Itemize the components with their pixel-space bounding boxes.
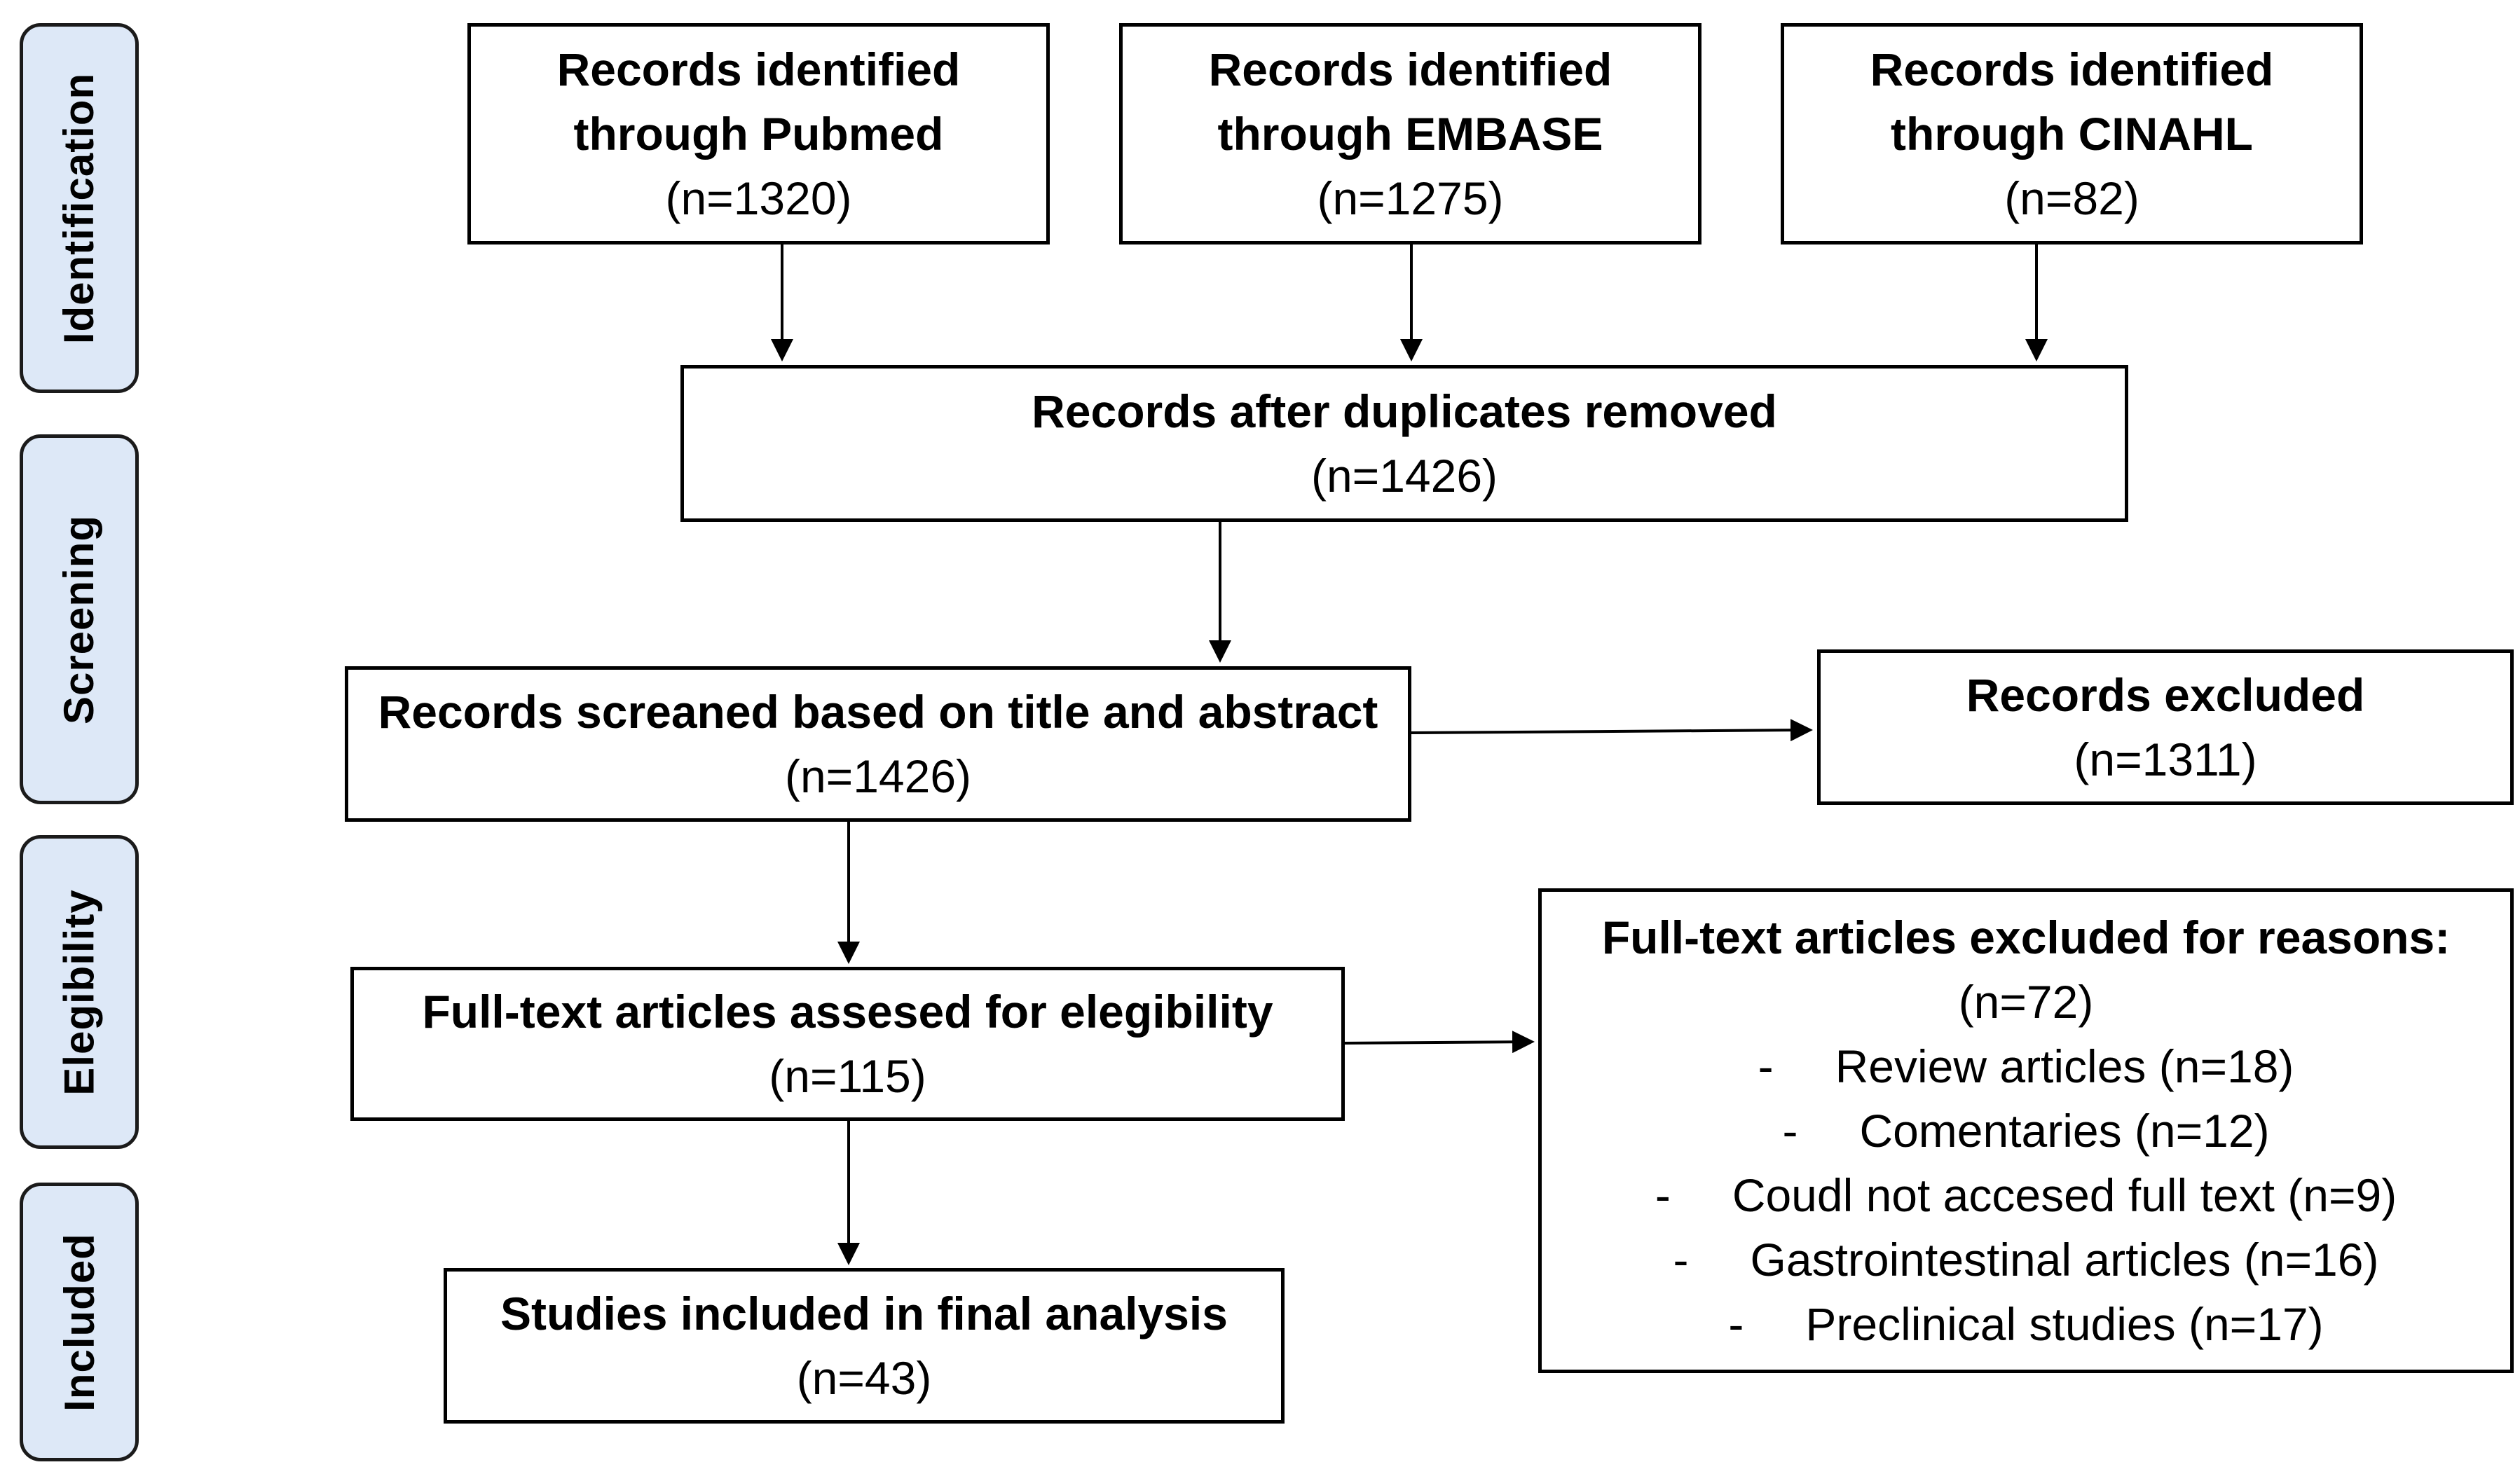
exclusion-reason: - Review articles (n=18) bbox=[1655, 1034, 2397, 1098]
reason-text: Preclinical studies (n=17) bbox=[1805, 1298, 2324, 1350]
stage-identification: Identification bbox=[20, 23, 139, 393]
fulltext-assessed-count: (n=115) bbox=[769, 1050, 926, 1102]
box-duplicates-removed: Records after duplicates removed (n=1426… bbox=[680, 365, 2128, 522]
exclusion-reason: - Coudl not accesed full text (n=9) bbox=[1655, 1163, 2397, 1227]
reason-dash: - bbox=[1728, 1298, 1744, 1350]
reason-dash: - bbox=[1655, 1169, 1671, 1221]
cinahl-title: Records identified through CINAHL bbox=[1870, 43, 2274, 160]
arrow-screened-to-excluded bbox=[1409, 719, 1813, 742]
box-records-embase: Records identified through EMBASE (n=127… bbox=[1119, 23, 1701, 244]
pubmed-title: Records identified through Pubmed bbox=[556, 43, 961, 160]
box-records-excluded: Records excluded (n=1311) bbox=[1817, 649, 2514, 805]
embase-title: Records identified through EMBASE bbox=[1208, 43, 1612, 160]
reason-text: Comentaries (n=12) bbox=[1859, 1105, 2270, 1157]
box-records-screened: Records screaned based on title and abst… bbox=[345, 666, 1411, 822]
stage-eligibility: Elegibility bbox=[20, 835, 139, 1149]
exclusion-reason: - Comentaries (n=12) bbox=[1655, 1098, 2397, 1163]
fulltext-excluded-count: (n=72) bbox=[1958, 976, 2094, 1028]
pubmed-count: (n=1320) bbox=[665, 172, 852, 224]
stage-screening: Screening bbox=[20, 434, 139, 804]
reason-dash: - bbox=[1673, 1234, 1689, 1286]
duplicates-removed-title: Records after duplicates removed bbox=[1032, 385, 1777, 437]
reason-dash: - bbox=[1782, 1105, 1798, 1157]
stage-eligibility-label: Elegibility bbox=[55, 888, 103, 1096]
excluded-title: Records excluded bbox=[1966, 669, 2365, 721]
reason-dash: - bbox=[1758, 1040, 1774, 1092]
included-studies-count: (n=43) bbox=[796, 1352, 932, 1404]
reason-text: Gastrointestinal articles (n=16) bbox=[1750, 1234, 2379, 1286]
fulltext-excluded-title: Full-text articles excluded for reasons: bbox=[1601, 911, 2451, 963]
box-records-cinahl: Records identified through CINAHL (n=82) bbox=[1781, 23, 2363, 244]
reason-text: Review articles (n=18) bbox=[1835, 1040, 2294, 1092]
stage-identification-label: Identification bbox=[55, 72, 103, 344]
box-records-pubmed: Records identified through Pubmed (n=132… bbox=[467, 23, 1050, 244]
exclusion-reason: - Gastrointestinal articles (n=16) bbox=[1655, 1227, 2397, 1292]
stage-included: Included bbox=[20, 1183, 139, 1461]
included-studies-title: Studies included in final analysis bbox=[500, 1288, 1228, 1339]
embase-count: (n=1275) bbox=[1317, 172, 1504, 224]
box-studies-included: Studies included in final analysis (n=43… bbox=[444, 1268, 1285, 1424]
stage-screening-label: Screening bbox=[55, 514, 103, 724]
arrow-fulltext-to-excluded-reasons bbox=[1343, 1031, 1535, 1054]
box-fulltext-assessed: Full-text articles assesed for elegibili… bbox=[350, 967, 1345, 1121]
cinahl-count: (n=82) bbox=[2004, 172, 2139, 224]
excluded-count: (n=1311) bbox=[2074, 733, 2257, 785]
exclusion-reason: - Preclinical studies (n=17) bbox=[1655, 1292, 2397, 1356]
stage-included-label: Included bbox=[55, 1232, 103, 1412]
screened-count: (n=1426) bbox=[784, 750, 972, 802]
fulltext-assessed-title: Full-text articles assesed for elegibili… bbox=[422, 986, 1273, 1038]
box-fulltext-excluded-reasons: Full-text articles excluded for reasons:… bbox=[1538, 888, 2514, 1373]
screened-title: Records screaned based on title and abst… bbox=[378, 686, 1378, 738]
duplicates-removed-count: (n=1426) bbox=[1310, 450, 1498, 502]
reason-text: Coudl not accesed full text (n=9) bbox=[1732, 1169, 2397, 1221]
exclusion-reasons-list: -Review articles (n=18) -Comentaries (n=… bbox=[1655, 1034, 2397, 1356]
